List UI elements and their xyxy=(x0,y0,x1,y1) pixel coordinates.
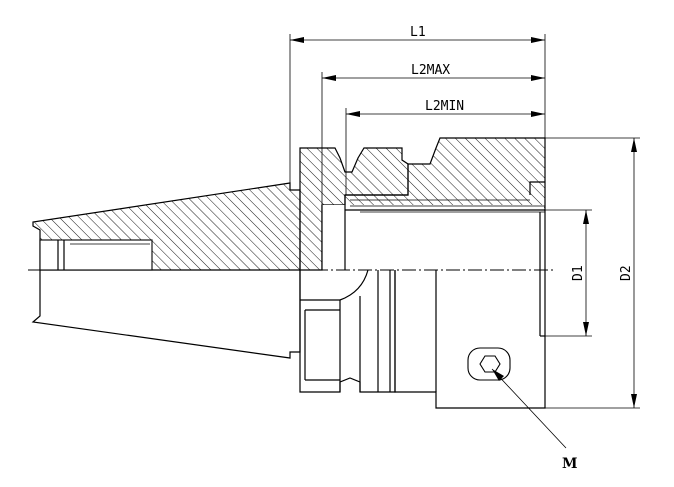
upper-section-view xyxy=(32,137,546,271)
l2max-label: L2MAX xyxy=(411,63,450,78)
pull-stud-bore xyxy=(39,239,153,271)
d2-label: D2 xyxy=(619,265,634,281)
clamp-nut-section xyxy=(344,137,546,211)
dimension-l2max: L2MAX xyxy=(321,63,545,205)
m-label: M xyxy=(562,456,578,472)
callout-m: M xyxy=(491,368,578,472)
bore-section xyxy=(322,205,544,270)
hex-socket-icon xyxy=(479,355,501,373)
dimension-d1: D1 xyxy=(545,209,592,337)
l1-label: L1 xyxy=(410,25,426,40)
dimension-l2min: L2MIN xyxy=(345,99,545,195)
dimension-l1: L1 xyxy=(289,25,546,190)
lower-outside-view xyxy=(31,210,546,409)
dimension-d2: D2 xyxy=(545,137,640,409)
d1-label: D1 xyxy=(571,265,586,281)
flange-outline xyxy=(299,270,396,393)
clamp-nut-outline xyxy=(394,270,546,409)
l2min-label: L2MIN xyxy=(425,99,464,114)
taper-shank-outline xyxy=(31,270,301,359)
